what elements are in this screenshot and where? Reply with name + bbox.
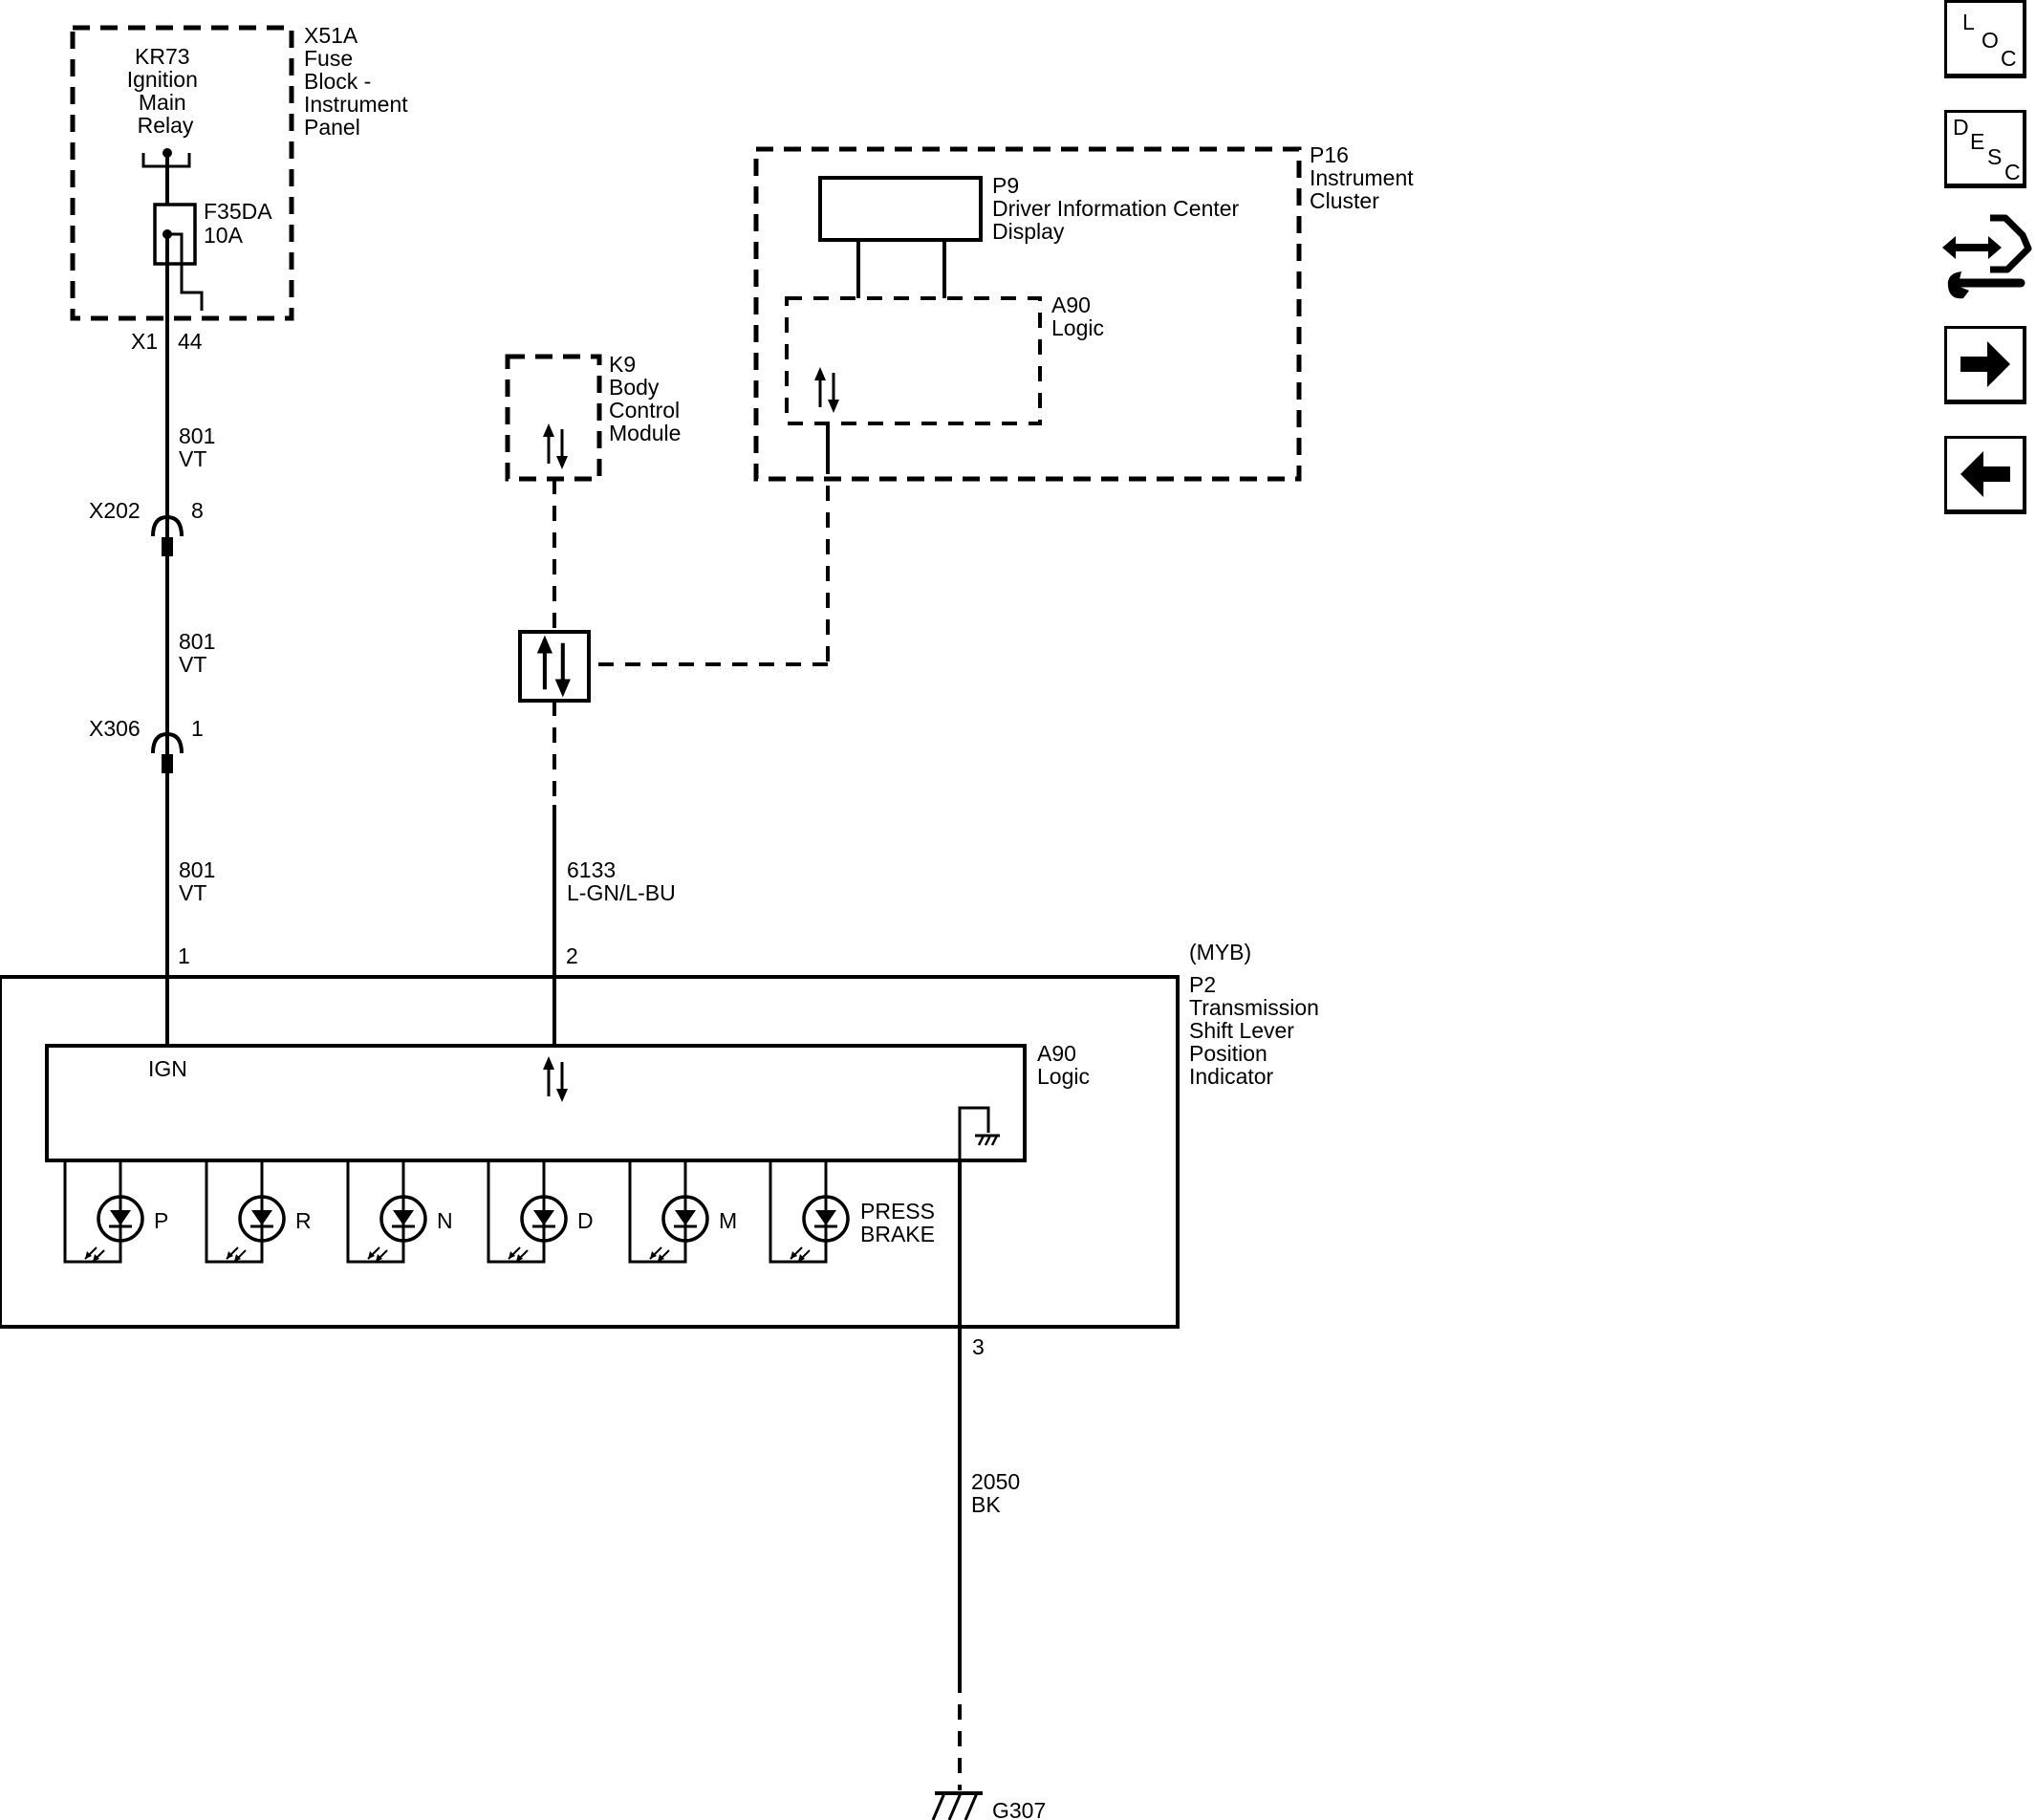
- desc-button[interactable]: D E S C: [1944, 110, 2026, 188]
- pin-3-label: 3: [972, 1334, 985, 1359]
- desc-letter-c: C: [2004, 160, 2021, 184]
- cluster-label: P16 Instrument Cluster: [1310, 142, 1419, 213]
- dic-label: P9 Driver Information Center Display: [992, 173, 1245, 244]
- connector-x306: X306 1: [89, 716, 204, 773]
- x306-pin: 1: [191, 716, 204, 741]
- fuse-block-label: X51A Fuse Block - Instrument Panel: [304, 23, 414, 140]
- dic-display: [818, 176, 983, 242]
- indicator-label: P2 Transmission Shift Lever Position Ind…: [1189, 972, 1325, 1089]
- led-press-brake-label: PRESS BRAKE: [860, 1199, 941, 1246]
- led-n-icon: [366, 1195, 427, 1264]
- data-arrows-icon: [541, 422, 570, 471]
- fuse-label: F35DA 10A: [204, 199, 277, 248]
- next-button[interactable]: [1944, 326, 2026, 404]
- cluster-logic: [785, 296, 1042, 425]
- bcm-label: K9 Body Control Module: [609, 352, 686, 445]
- led-d-icon: [507, 1195, 568, 1264]
- desc-letter-s: S: [1987, 144, 2003, 169]
- x1-connector-label: X1: [131, 329, 158, 354]
- led-press-brake-icon: [789, 1195, 850, 1264]
- fuse-block-x51a: KR73 Ignition Main Relay X51A Fuse Block…: [70, 23, 414, 354]
- led-n-label: N: [437, 1208, 453, 1233]
- cluster-logic-label: A90 Logic: [1051, 292, 1104, 340]
- desc-letter-e: E: [1970, 129, 1985, 154]
- led-p-icon: [83, 1195, 144, 1264]
- x306-label: X306: [89, 716, 141, 741]
- data-arrows-icon: [812, 365, 841, 415]
- loc-letter-o: O: [1982, 28, 1999, 53]
- splice-pack: [518, 630, 591, 703]
- x1-pin-label: 44: [178, 329, 203, 354]
- body-control-module-k9: K9 Body Control Module: [505, 352, 686, 482]
- led-m-label: M: [719, 1208, 737, 1233]
- led-r-label: R: [295, 1208, 312, 1233]
- relay-label: KR73 Ignition Main Relay: [127, 44, 205, 138]
- indicator-logic: [45, 1044, 1027, 1162]
- ign-label: IGN: [148, 1056, 187, 1081]
- instrument-cluster-p16: P16 Instrument Cluster P9 Driver Informa…: [753, 142, 1419, 482]
- x202-pin: 8: [191, 498, 204, 523]
- led-group: P R N D M PRESS BRAKE: [63, 1160, 941, 1264]
- loc-letter-l: L: [1962, 10, 1975, 34]
- led-m-icon: [648, 1195, 709, 1264]
- loc-letter-c: C: [2001, 46, 2017, 71]
- led-p-label: P: [154, 1208, 168, 1233]
- loc-button[interactable]: L O C: [1944, 0, 2026, 78]
- pin-1-label: 1: [178, 943, 190, 968]
- indicator-logic-label: A90 Logic: [1037, 1041, 1090, 1089]
- x202-label: X202: [89, 498, 141, 523]
- connector-x202: X202 8: [89, 498, 204, 556]
- option-code: (MYB): [1189, 940, 1251, 964]
- shift-lever-position-indicator-p2: (MYB) P2 Transmission Shift Lever Positi…: [0, 940, 1325, 1678]
- arrow-left-icon: [1960, 451, 2010, 497]
- desc-letter-d: D: [1953, 115, 1969, 140]
- arrow-right-icon: [1960, 341, 2010, 387]
- led-r-icon: [225, 1195, 286, 1264]
- back-button[interactable]: [1944, 436, 2026, 514]
- pin-2-label: 2: [566, 943, 578, 968]
- connector-service-icon[interactable]: [1940, 210, 2032, 308]
- ground-g307-label: G307: [992, 1798, 1046, 1820]
- led-d-label: D: [577, 1208, 594, 1233]
